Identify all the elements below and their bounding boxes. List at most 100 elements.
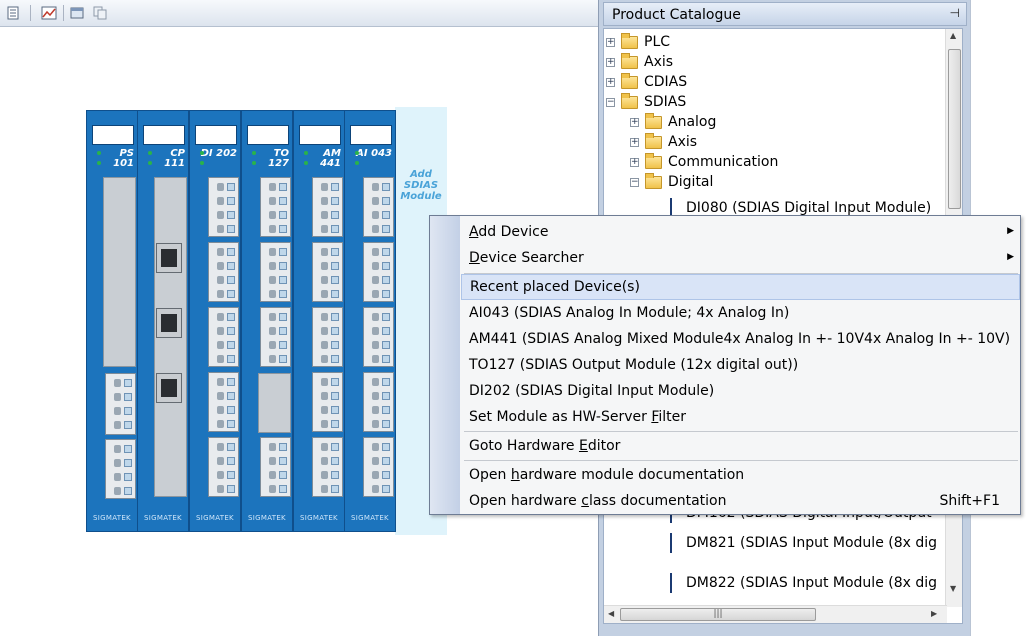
terminal-screw	[227, 355, 235, 363]
scroll-right-icon[interactable]: ▶	[931, 609, 938, 618]
terminal-pin	[269, 443, 276, 451]
expand-icon[interactable]: +	[606, 36, 615, 47]
menu-item-label: Device Searcher	[469, 250, 584, 266]
terminal-pin	[217, 471, 224, 479]
terminal-pin	[372, 276, 379, 284]
terminal-block	[312, 242, 343, 302]
terminal-screw	[124, 459, 132, 467]
terminal-screw	[331, 443, 339, 451]
menu-item-label: Open hardware module documentation	[469, 467, 745, 483]
scroll-down-icon[interactable]: ▼	[950, 584, 957, 593]
menu-item-label: Goto Hardware Editor	[469, 438, 621, 454]
menu-item-recent-placed-devices[interactable]: Recent placed Device(s)	[461, 274, 1020, 300]
expand-icon[interactable]: +	[630, 136, 639, 147]
module-label-box	[247, 125, 289, 145]
module-name-line1: DI 202	[200, 148, 237, 159]
tree-folder[interactable]: +Axis	[630, 132, 697, 152]
menu-item-recent-ai043[interactable]: AI043 (SDIAS Analog In Module; 4x Analog…	[461, 300, 1020, 326]
terminal-screw	[382, 313, 390, 321]
status-led	[148, 151, 152, 155]
module-name-line2: 441	[320, 158, 341, 169]
pin-icon[interactable]: ⊣	[949, 6, 960, 20]
terminal-pin	[269, 313, 276, 321]
horizontal-scroll-thumb[interactable]: |||	[620, 608, 816, 621]
terminal-screw	[279, 485, 287, 493]
terminal-pin	[372, 443, 379, 451]
terminal-block	[312, 372, 343, 432]
terminal-screw	[279, 313, 287, 321]
menu-item-set-hw-server-filter[interactable]: Set Module as HW-Server Filter	[461, 404, 1020, 430]
terminal-pin	[321, 327, 328, 335]
terminal-screw	[331, 225, 339, 233]
expand-icon[interactable]: +	[606, 76, 615, 87]
terminal-pin	[372, 183, 379, 191]
horizontal-scrollbar[interactable]: ◀ ||| ▶	[604, 605, 947, 623]
tree-folder[interactable]: +Axis	[606, 52, 673, 72]
terminal-pin	[372, 457, 379, 465]
tree-folder[interactable]: +Communication	[630, 152, 778, 172]
tree-node-label: Digital	[668, 174, 714, 190]
expand-icon[interactable]: +	[630, 156, 639, 167]
terminal-screw	[331, 341, 339, 349]
menu-item-goto-hardware-editor[interactable]: Goto Hardware Editor	[461, 433, 1020, 459]
terminal-pin	[269, 471, 276, 479]
scroll-up-icon[interactable]: ▲	[950, 31, 957, 40]
terminal-screw	[227, 327, 235, 335]
terminal-pin	[372, 197, 379, 205]
terminal-block	[208, 372, 239, 432]
menu-item-recent-am441[interactable]: AM441 (SDIAS Analog Mixed Module4x Analo…	[461, 326, 1020, 352]
terminal-pin	[321, 211, 328, 219]
tree-folder[interactable]: +Analog	[630, 112, 716, 132]
terminal-screw	[331, 197, 339, 205]
terminal-pin	[321, 378, 328, 386]
collapse-icon[interactable]: −	[606, 96, 615, 107]
tree-node-label: DI080 (SDIAS Digital Input Module)	[686, 200, 932, 216]
tree-item[interactable]: DM822 (SDIAS Input Module (8x dig	[670, 573, 937, 593]
expand-icon[interactable]: +	[606, 56, 615, 67]
terminal-screw	[279, 327, 287, 335]
expand-icon[interactable]: +	[630, 116, 639, 127]
tree-item[interactable]: DI080 (SDIAS Digital Input Module)	[670, 198, 932, 218]
terminal-pin	[372, 327, 379, 335]
tree-folder[interactable]: −SDIAS	[606, 92, 686, 112]
terminal-screw	[279, 471, 287, 479]
menu-item-label: Add Device	[469, 224, 549, 240]
menu-item-add-device[interactable]: Add Device ▶	[461, 219, 1020, 245]
module-name: DI 202	[201, 149, 237, 159]
tree-folder[interactable]: +CDIAS	[606, 72, 687, 92]
chart-icon[interactable]	[40, 4, 58, 22]
tree-folder[interactable]: +PLC	[606, 32, 670, 52]
terminal-screw	[124, 473, 132, 481]
menu-item-recent-di202[interactable]: DI202 (SDIAS Digital Input Module)	[461, 378, 1020, 404]
vertical-scroll-thumb[interactable]	[948, 49, 961, 209]
terminal-pin	[269, 262, 276, 270]
tree-item[interactable]: DM821 (SDIAS Input Module (8x dig	[670, 533, 937, 553]
terminal-screw	[279, 225, 287, 233]
terminal-screw	[331, 471, 339, 479]
menu-item-open-class-documentation[interactable]: Open hardware class documentation Shift+…	[461, 488, 1020, 514]
status-led	[304, 151, 308, 155]
window-icon[interactable]	[68, 4, 86, 22]
tree-folder[interactable]: − Digital	[630, 172, 713, 192]
menu-item-label: Recent placed Device(s)	[470, 279, 640, 295]
copy-icon[interactable]	[91, 4, 109, 22]
menu-item-device-searcher[interactable]: Device Searcher ▶	[461, 245, 1020, 271]
terminal-pin	[372, 355, 379, 363]
document-icon[interactable]	[4, 4, 22, 22]
scroll-left-icon[interactable]: ◀	[608, 609, 615, 618]
menu-item-open-module-documentation[interactable]: Open hardware module documentation	[461, 462, 1020, 488]
terminal-pin	[114, 393, 121, 401]
terminal-pin	[269, 457, 276, 465]
terminal-pin	[217, 313, 224, 321]
terminal-pin	[372, 420, 379, 428]
menu-item-recent-to127[interactable]: TO127 (SDIAS Output Module (12x digital …	[461, 352, 1020, 378]
collapse-icon[interactable]: −	[630, 176, 639, 187]
menu-separator	[464, 273, 1018, 274]
